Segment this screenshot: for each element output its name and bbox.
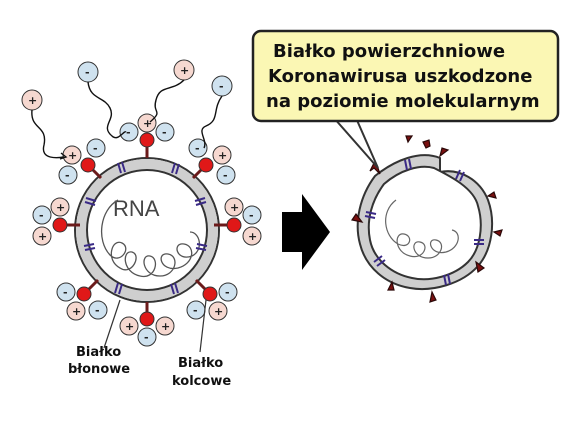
spike-protein: - + - [56, 278, 108, 321]
free-beads: + - + - [21, 59, 233, 111]
plus-sign: + [125, 320, 134, 333]
damaged-spikes [351, 135, 503, 303]
minus-sign: - [85, 66, 90, 79]
membrane-protein-label-line2: błonowe [68, 362, 130, 377]
callout-line-1: Białko powierzchniowe [273, 41, 505, 62]
minus-sign: - [249, 209, 254, 222]
virus-envelope-inner [86, 169, 208, 291]
plus-sign: + [218, 149, 227, 162]
minus-sign: - [126, 126, 131, 139]
tethers [31, 79, 223, 160]
spike-protein: - + - [186, 278, 238, 321]
membrane-markers-damaged [364, 158, 484, 286]
callout-box [251, 29, 560, 123]
plus-sign: + [28, 94, 37, 107]
minus-sign: - [219, 80, 224, 93]
plus-sign: + [180, 64, 189, 77]
rna-coil [100, 199, 200, 278]
minus-sign: - [193, 304, 198, 317]
callout: Białko powierzchniowe Koronawirusa uszko… [251, 29, 560, 169]
minus-sign: - [195, 142, 200, 155]
spike-protein: + + - [119, 302, 175, 347]
spike-protein: - + + [32, 197, 80, 246]
minus-sign: - [93, 142, 98, 155]
plus-sign: + [230, 201, 239, 214]
virus-envelope-fill [76, 159, 218, 301]
minus-sign: - [225, 286, 230, 299]
plus-sign: + [72, 305, 81, 318]
plus-sign: + [143, 117, 152, 130]
spike-protein: + - - [119, 113, 175, 158]
spike-protein: + - - [58, 138, 106, 185]
spike-protein-label-line2: kolcowe [172, 374, 231, 389]
spike-protein: + - - [188, 138, 236, 185]
plus-sign: + [161, 320, 170, 333]
minus-sign: - [223, 169, 228, 182]
intact-virus: RNA + - - [21, 59, 262, 389]
spike-pointer-line [199, 299, 207, 353]
damaged-virus [351, 135, 503, 303]
spike-protein-label-line1: Białko [178, 356, 223, 371]
minus-sign: - [144, 331, 149, 344]
spike-protein: - + + [214, 197, 262, 246]
rna-label: RNA [113, 196, 160, 221]
damaged-envelope-inner [367, 165, 482, 281]
minus-sign: - [95, 304, 100, 317]
minus-sign: - [63, 286, 68, 299]
rna-coil-damaged [385, 199, 459, 259]
spike-proteins: + - - + - - + [32, 113, 262, 347]
transition-arrow [282, 194, 330, 270]
callout-pointer [331, 117, 379, 169]
plus-sign: + [68, 149, 77, 162]
plus-sign: + [248, 230, 257, 243]
membrane-markers [83, 161, 208, 295]
callout-line-2: Koronawirusa uszkodzone [268, 66, 532, 87]
minus-sign: - [162, 126, 167, 139]
plus-sign: + [214, 305, 223, 318]
membrane-protein-label-line1: Białko [76, 345, 121, 360]
plus-sign: + [56, 201, 65, 214]
callout-line-3: na poziomie molekularnym [266, 91, 540, 112]
minus-sign: - [65, 169, 70, 182]
membrane-pointer-line [103, 299, 121, 349]
plus-sign: + [38, 230, 47, 243]
minus-sign: - [39, 209, 44, 222]
